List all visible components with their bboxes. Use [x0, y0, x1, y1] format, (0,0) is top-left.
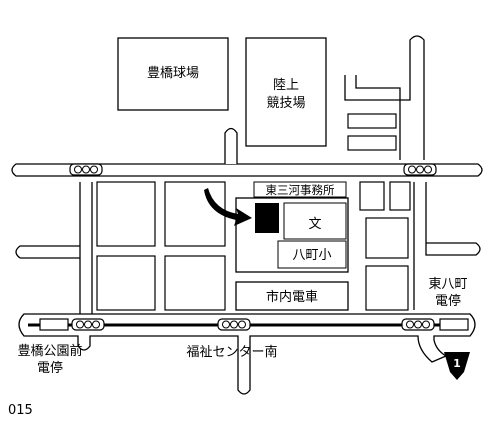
koenmae-station-label-2: 電停 — [37, 360, 63, 376]
block — [359, 181, 385, 211]
athletics-stadium-label-2: 競技場 — [266, 96, 305, 111]
traffic-signal-icon — [401, 318, 435, 331]
athletics-stadium-label-1: 陸上 — [273, 77, 299, 93]
higashi-mikawa-office-label: 東三河事務所 — [266, 183, 335, 197]
block — [365, 217, 409, 259]
block — [96, 181, 156, 247]
block-ur-1 — [347, 113, 397, 129]
road-main-upper — [11, 163, 483, 177]
block — [164, 255, 226, 311]
traffic-signal-icon — [217, 318, 251, 331]
road-main-lower — [18, 313, 476, 395]
block — [164, 181, 226, 247]
page-number: 015 — [8, 403, 33, 418]
road-right-v — [413, 182, 481, 310]
route-1-shield-icon — [444, 352, 470, 380]
route-1-number: 1 — [453, 357, 461, 370]
hacchou-school-box — [277, 240, 347, 269]
pointer-arrow-icon — [204, 188, 252, 226]
tram-block — [235, 281, 349, 311]
fukushi-center-label: 福祉センター南 — [186, 344, 277, 360]
toyohashi-stadium-label: 豊橋球場 — [147, 66, 199, 81]
traffic-signal-icon — [69, 163, 103, 176]
toyohashi-stadium-block — [117, 37, 229, 111]
school-grounds — [283, 202, 347, 240]
higashi-mikawa-office-box — [253, 181, 347, 198]
destination-marker — [255, 203, 279, 233]
tram-stop-higashi-hacchou — [439, 318, 469, 331]
higashi-hacchou-label-2: 電停 — [435, 293, 461, 309]
koenmae-station-label-1: 豊橋公園前 — [17, 343, 82, 359]
traffic-signal-icon — [403, 163, 437, 176]
school-symbol-icon: 文 — [308, 217, 321, 232]
road-upper-right — [344, 35, 425, 160]
hacchou-school-label: 八町小 — [292, 248, 331, 263]
block — [96, 255, 156, 311]
tram-stop-koenmae — [39, 318, 69, 331]
block-ur-2 — [347, 135, 397, 151]
road-center-stub — [224, 127, 238, 164]
tram-label: 市内電車 — [266, 289, 318, 305]
traffic-signal-icon — [71, 318, 105, 331]
higashi-hacchou-label-1: 東八町 — [428, 276, 467, 292]
block — [365, 265, 409, 311]
block — [389, 181, 411, 211]
road-upper-right-inner — [355, 75, 401, 160]
athletics-stadium-block — [245, 37, 327, 147]
road-left-h — [15, 245, 80, 259]
